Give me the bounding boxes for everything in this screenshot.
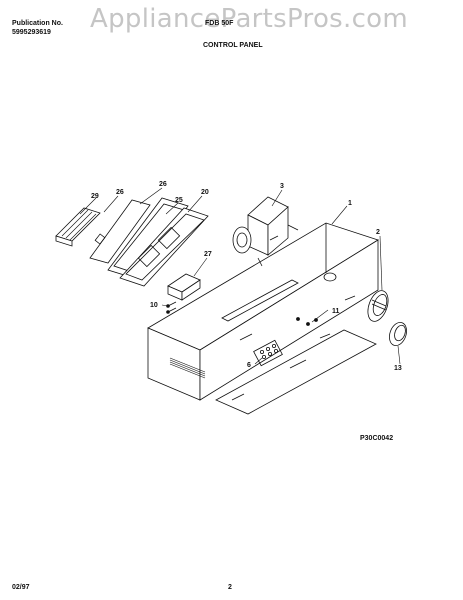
figure-code: P30C0042 <box>360 435 394 442</box>
callout-27: 27 <box>204 251 212 258</box>
watermark: AppliancePartsPros.com <box>90 4 409 34</box>
callout-29: 29 <box>91 193 99 200</box>
switch-block <box>167 273 201 301</box>
callout-25: 25 <box>175 197 183 204</box>
model-number: FDB 50F <box>205 20 234 27</box>
timer <box>232 196 299 267</box>
panel-part-26 <box>89 199 151 264</box>
callout-2: 2 <box>376 229 380 236</box>
section-title: CONTROL PANEL <box>203 42 263 49</box>
leader-lines <box>79 187 401 365</box>
callout-13: 13 <box>394 365 402 372</box>
callout-6: 6 <box>247 362 251 369</box>
publication-label: Publication No. <box>12 20 63 27</box>
button-cluster <box>253 339 283 367</box>
callout-labels: 1 2 3 6 10 11 13 20 25 26 26 27 29 <box>91 181 402 372</box>
knob-ring <box>367 290 389 322</box>
overlay-strip <box>215 329 377 415</box>
callout-26a: 26 <box>116 189 124 196</box>
callout-26b: 26 <box>159 181 167 188</box>
callout-10: 10 <box>150 302 158 309</box>
callout-3: 3 <box>280 183 284 190</box>
footer-date: 02/97 <box>12 584 30 591</box>
knob <box>389 321 407 347</box>
callout-1: 1 <box>348 200 352 207</box>
control-panel-body <box>147 222 379 401</box>
bezel-part-20 <box>119 207 209 287</box>
strip-part-29 <box>55 207 101 247</box>
screws <box>166 301 177 314</box>
publication-number: 5995293619 <box>12 29 51 36</box>
page-number: 2 <box>228 584 232 591</box>
callout-20: 20 <box>201 189 209 196</box>
callout-11: 11 <box>332 308 340 315</box>
